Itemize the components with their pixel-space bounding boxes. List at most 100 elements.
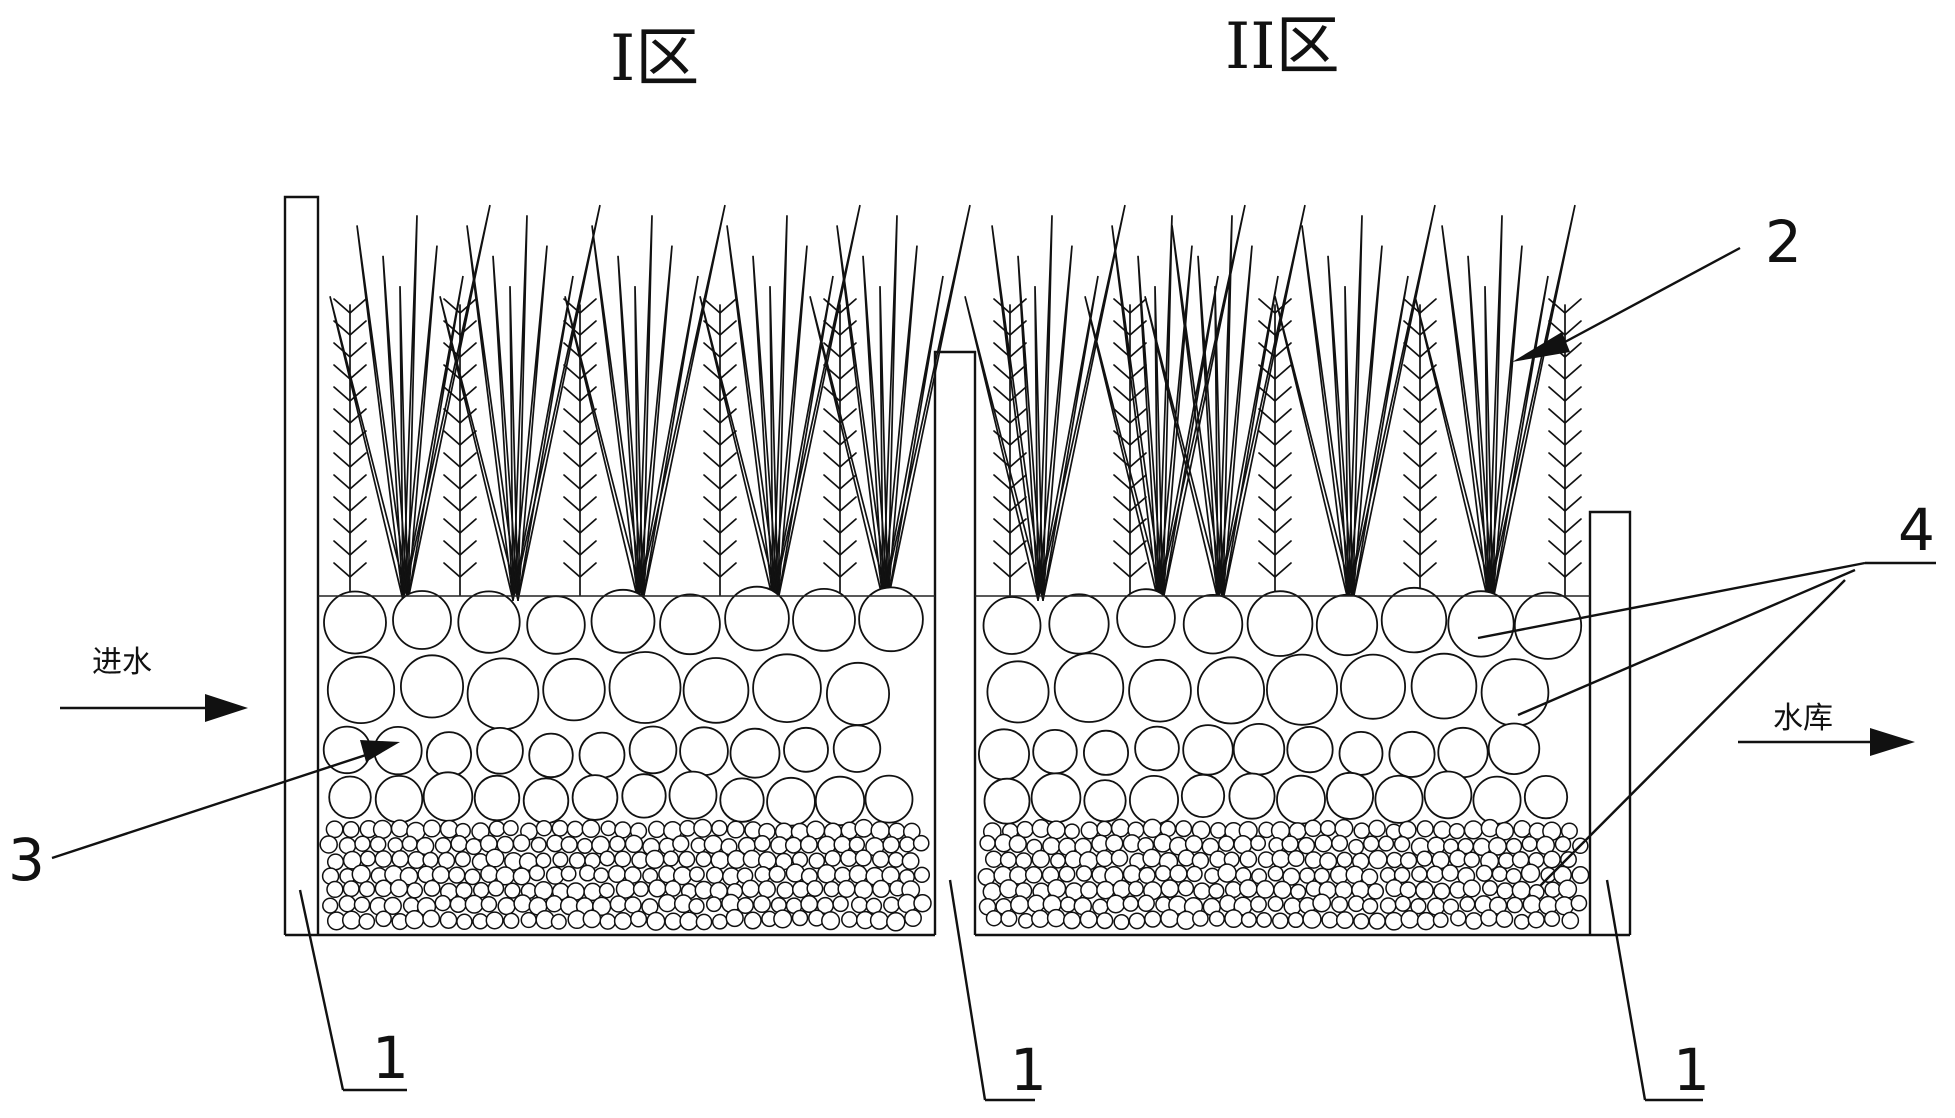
- stone: [1182, 594, 1244, 655]
- gravel: [322, 897, 339, 914]
- gravel: [1240, 911, 1257, 928]
- callout-wall-right-number: 1: [1673, 1036, 1710, 1104]
- plant-leaf: [1403, 496, 1437, 513]
- callout-wall-left-number: 1: [372, 1024, 409, 1092]
- reed-leaf: [1217, 215, 1233, 601]
- gravel: [1193, 882, 1211, 900]
- plant-leaf: [1258, 474, 1292, 491]
- zone1-title: I区: [610, 22, 699, 96]
- gravel: [679, 911, 699, 931]
- gravel: [326, 880, 344, 899]
- plant-leaf: [1403, 540, 1437, 557]
- gravel: [1080, 881, 1099, 900]
- plant-leaf: [703, 496, 737, 513]
- gravel: [1256, 912, 1273, 928]
- callout-stones-zone2: [1477, 561, 1936, 887]
- reed-leaf: [1487, 215, 1503, 601]
- gravel: [912, 834, 930, 852]
- gravel: [662, 850, 679, 867]
- gravel: [1496, 882, 1514, 900]
- plant-leaf: [703, 298, 737, 315]
- plant-leaf: [703, 452, 737, 469]
- gravel: [1062, 911, 1081, 930]
- gravel: [560, 835, 578, 854]
- gravel: [1095, 849, 1114, 868]
- plant-leaf: [823, 386, 857, 403]
- gravel: [1336, 851, 1353, 868]
- gravel: [1522, 894, 1542, 914]
- gravel: [1347, 895, 1365, 913]
- gravel: [757, 880, 776, 899]
- gravel: [599, 850, 616, 867]
- gravel: [688, 898, 705, 915]
- gravel: [1571, 866, 1590, 884]
- stone: [1197, 656, 1266, 725]
- stone: [476, 726, 524, 775]
- stone: [1340, 653, 1407, 720]
- gravel: [354, 835, 371, 852]
- plant-leaf: [1113, 320, 1147, 337]
- gravel: [1463, 820, 1484, 840]
- gravel: [614, 821, 632, 839]
- plant-leaf: [1548, 386, 1582, 403]
- gravel: [1177, 879, 1195, 897]
- gravel: [664, 880, 682, 897]
- gravel: [439, 911, 458, 929]
- reed-leaf: [882, 215, 898, 601]
- reed-leaf: [382, 255, 409, 601]
- plant-leaf: [1113, 518, 1147, 535]
- gravel: [1106, 894, 1126, 914]
- gravel: [870, 820, 890, 841]
- outlet-label: 水库: [1773, 701, 1833, 736]
- gravel: [485, 848, 505, 868]
- gravel: [624, 834, 644, 854]
- stone: [1083, 729, 1130, 776]
- gravel: [1075, 865, 1093, 882]
- plant-leaf: [1113, 474, 1147, 491]
- gravel: [1393, 866, 1411, 884]
- plant-leaf: [563, 430, 597, 447]
- gravel: [1142, 848, 1162, 868]
- gravel: [887, 851, 905, 868]
- plant-leaf: [1548, 474, 1582, 491]
- reed-leaf: [637, 204, 726, 601]
- gravel: [1480, 909, 1498, 927]
- stone: [374, 775, 424, 824]
- gravel: [513, 894, 532, 913]
- callout-plant: [1512, 246, 1741, 362]
- reed-leaf: [862, 255, 889, 601]
- gravel: [439, 819, 459, 839]
- gravel: [1008, 834, 1027, 854]
- callout-stones-zone2-number: 4: [1898, 496, 1935, 564]
- gravel: [341, 910, 362, 930]
- plant-leaf: [1403, 342, 1437, 359]
- gravel: [1441, 864, 1459, 882]
- gravel: [383, 896, 402, 916]
- stone: [571, 774, 619, 821]
- gravel: [1362, 835, 1380, 852]
- gravel: [883, 896, 900, 914]
- gravel: [1448, 822, 1466, 840]
- reed-leaf: [637, 215, 653, 601]
- reed-leaf: [836, 225, 889, 601]
- gravel: [1138, 866, 1156, 885]
- gravel: [579, 864, 596, 882]
- zone2-title: II区: [1225, 10, 1340, 84]
- gravel: [871, 850, 890, 869]
- plant-leaf: [1113, 386, 1147, 403]
- reed-leaf: [772, 204, 861, 601]
- gravel: [1281, 835, 1299, 853]
- gravel: [1287, 911, 1304, 929]
- callout-wall-middle-number: 1: [1010, 1036, 1047, 1104]
- gravel: [1250, 835, 1267, 852]
- gravel: [1122, 864, 1142, 884]
- gravel: [850, 896, 868, 914]
- gravel: [1527, 911, 1545, 929]
- gravel: [1290, 883, 1307, 900]
- stone: [766, 776, 816, 827]
- gravel: [1513, 913, 1530, 930]
- reed-leaf: [769, 286, 779, 601]
- gravel: [853, 879, 874, 900]
- reed-leaf: [1157, 245, 1193, 601]
- gravel: [695, 851, 712, 868]
